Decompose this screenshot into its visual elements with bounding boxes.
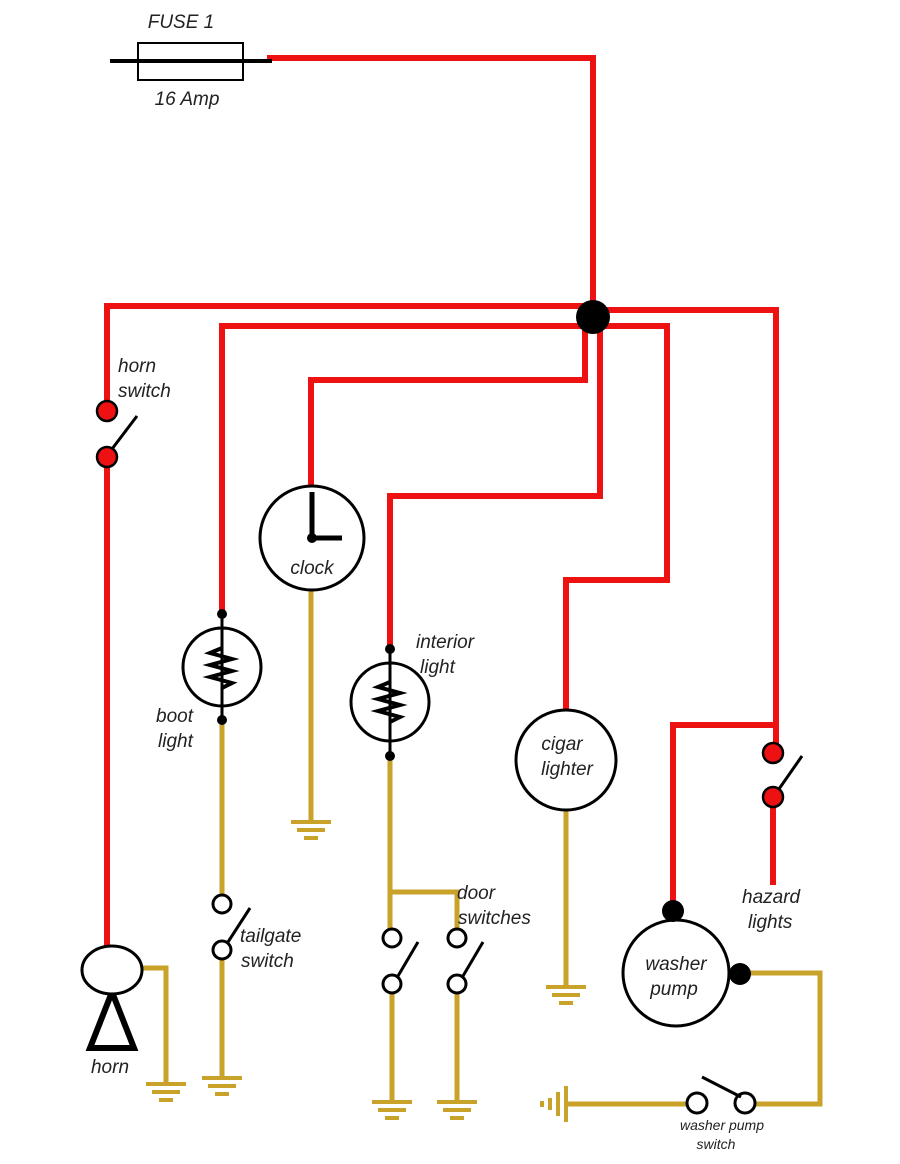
wire-washer-feed	[670, 722, 779, 911]
earth-symbol-clock	[291, 820, 331, 840]
wire-horn-feed	[104, 303, 596, 411]
wire-washer-to-switch	[739, 970, 823, 1107]
horn-switch: horn switch	[95, 356, 171, 469]
horn: horn	[80, 944, 144, 1078]
door-switches-label-2: switches	[458, 908, 531, 929]
washer-pump-label-2: pump	[649, 979, 698, 1000]
earth-symbol-horn	[146, 1082, 186, 1102]
wire-fuse-to-junction	[267, 55, 596, 321]
fuse-name: FUSE 1	[148, 12, 215, 33]
earth-wires	[137, 589, 823, 1107]
hazard-lights-label-1: hazard	[742, 887, 802, 908]
fuse-rating: 16 Amp	[155, 89, 220, 110]
tailgate-switch-label-2: switch	[241, 951, 294, 972]
cigar-lighter-label-2: lighter	[541, 759, 593, 780]
interior-light: interior light	[349, 632, 475, 761]
horn-label: horn	[91, 1057, 129, 1078]
clock: clock	[258, 484, 366, 592]
boot-light-label-2: light	[158, 731, 194, 752]
wire-clock-feed	[308, 317, 588, 489]
live-wires	[104, 55, 779, 948]
washer-pump-switch-label-2: switch	[697, 1136, 736, 1152]
wire-cigar-lighter-feed	[563, 323, 670, 711]
washer-pump-switch: washer pump switch	[680, 1075, 764, 1152]
earth-symbol-tailgate	[202, 1076, 242, 1096]
interior-light-filament	[370, 680, 408, 724]
door-switches-label-1: door	[457, 883, 496, 904]
junction-node	[576, 300, 610, 334]
washer-pump: washer pump	[621, 900, 751, 1028]
door-switches: door switches	[381, 883, 531, 995]
hazard-lights-label-2: lights	[748, 912, 793, 933]
cigar-lighter: cigar lighter	[514, 708, 618, 812]
wire-boot-light-feed	[219, 323, 596, 615]
wire-door-switch-branch	[387, 889, 460, 935]
cigar-lighter-label-1: cigar	[541, 734, 583, 755]
horn-bell	[85, 983, 139, 1051]
fuse-1: FUSE 1 16 Amp	[110, 12, 272, 110]
wire-horn-earth	[137, 965, 169, 1085]
wire-hazard-feed	[590, 307, 779, 755]
boot-light: boot light	[156, 609, 263, 752]
earth-symbols	[146, 820, 586, 1122]
washer-pump-switch-label-1: washer pump	[680, 1117, 764, 1133]
washer-pump-label-1: washer	[645, 954, 707, 975]
earth-symbol-washer-switch	[540, 1086, 568, 1122]
tailgate-switch: tailgate switch	[211, 893, 301, 972]
interior-light-label-2: light	[420, 657, 456, 678]
boot-light-label-1: boot	[156, 706, 194, 727]
wire-interior-light-feed	[387, 317, 603, 651]
horn-switch-label-2: switch	[118, 381, 171, 402]
interior-light-label-1: interior	[416, 632, 475, 653]
hazard-switch: hazard lights	[742, 741, 804, 933]
clock-label: clock	[290, 558, 335, 579]
horn-diaphragm	[80, 944, 144, 996]
tailgate-switch-label-1: tailgate	[240, 926, 301, 947]
earth-symbol-door2	[437, 1100, 477, 1120]
earth-symbol-cigar	[546, 985, 586, 1005]
boot-light-filament	[202, 646, 240, 690]
horn-switch-label-1: horn	[118, 356, 156, 377]
earth-symbol-door1	[372, 1100, 412, 1120]
